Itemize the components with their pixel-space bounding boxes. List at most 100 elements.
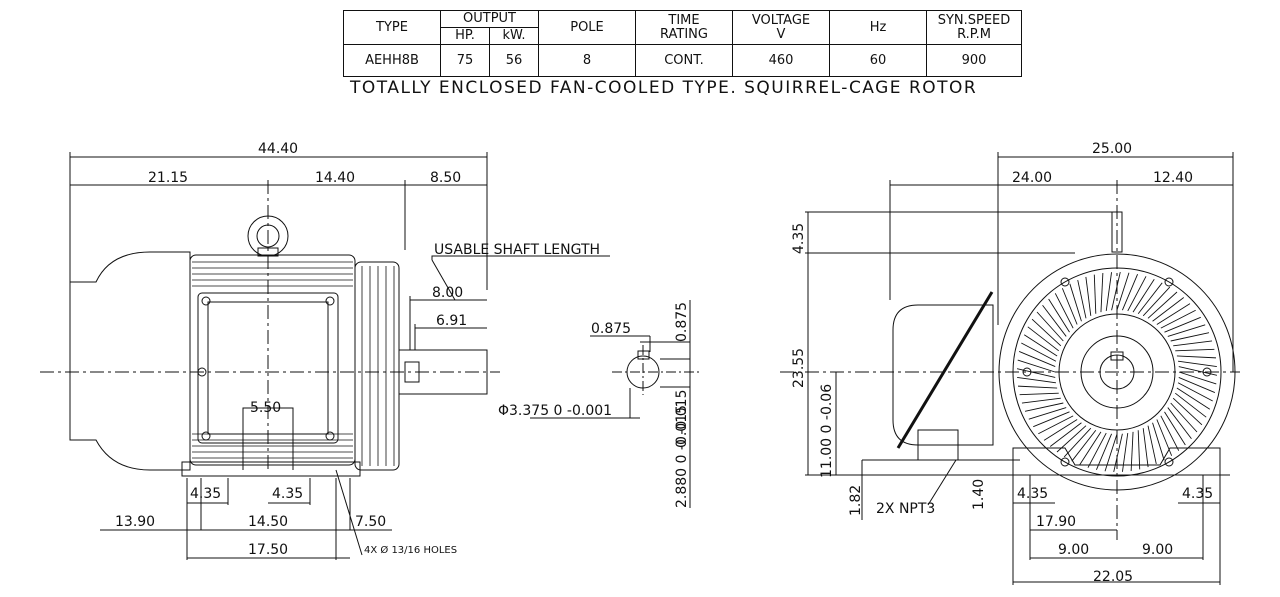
dimension-labels: 44.40 21.15 14.40 8.50 USABLE SHAFT LENG…: [115, 141, 1213, 585]
radial-fin: [1156, 419, 1173, 456]
dim-8-50: 8.50: [430, 170, 461, 186]
mounting-foot: [181, 461, 361, 477]
radial-fin: [1017, 385, 1058, 389]
dim-overall-length: 44.40: [258, 141, 298, 157]
key-height: 0.875: [674, 302, 690, 342]
radial-fin: [1061, 288, 1078, 325]
key-depth: 2.880 0 -0.015: [674, 405, 690, 508]
cell-kw: 56: [489, 44, 539, 77]
dim-13-90: 13.90: [115, 514, 155, 530]
radial-fin: [1164, 316, 1201, 333]
dim-7-50: 7.50: [355, 514, 386, 530]
radial-fin: [1018, 351, 1056, 368]
radial-fin: [1164, 411, 1186, 446]
cell-type: AEHH8B: [343, 44, 441, 77]
dim-22-05: 22.05: [1093, 569, 1133, 585]
radial-fin: [1116, 272, 1130, 311]
radial-fin: [1021, 342, 1057, 362]
end-shaft: [1099, 354, 1135, 390]
radial-fin: [1085, 276, 1092, 316]
header-voltage-line1: VOLTAGE: [751, 12, 811, 28]
radial-fin: [1024, 402, 1064, 412]
radial-fin: [1043, 419, 1078, 441]
radial-fin: [1113, 433, 1123, 473]
header-syn-speed: SYN.SPEED R.P.M: [926, 10, 1022, 45]
npt-label: 2X NPT3: [876, 501, 935, 517]
dim-4-35-b: 4.35: [272, 486, 303, 502]
header-time-rating-line1: TIME: [668, 12, 700, 28]
radial-fin: [1156, 303, 1191, 325]
header-voltage-line2: V: [776, 26, 786, 42]
fan-housing: [998, 253, 1236, 491]
cell-syn-speed: 900: [926, 44, 1022, 77]
radial-fin: [1031, 318, 1062, 347]
dim-17-50: 17.50: [248, 542, 288, 558]
radial-fin: [1038, 415, 1074, 435]
radial-fin: [1033, 411, 1070, 428]
radial-fin: [1147, 425, 1157, 465]
key-tolerance: 0 -0.015: [674, 390, 690, 449]
dim-1-40: 1.40: [971, 479, 987, 510]
header-output: OUTPUT: [440, 10, 539, 28]
radial-fin: [1122, 432, 1129, 472]
key-width: 0.875: [591, 321, 631, 337]
radial-fin: [1111, 271, 1121, 311]
dim-6-91: 6.91: [436, 313, 467, 329]
cell-voltage: 460: [732, 44, 830, 77]
dim-4-35-left: 4.35: [1017, 486, 1048, 502]
radial-fin: [1017, 377, 1057, 384]
radial-fin: [1137, 282, 1163, 315]
radial-fin: [1069, 283, 1082, 322]
radial-fin: [1152, 297, 1185, 322]
radial-fin: [1177, 382, 1213, 402]
cell-hz: 60: [829, 44, 927, 77]
drawing-caption: TOTALLY ENCLOSED FAN-COOLED TYPE. SQUIRR…: [350, 78, 978, 98]
radial-fin: [1063, 427, 1092, 458]
radial-fin: [1028, 407, 1067, 420]
radial-fin: [1036, 311, 1064, 342]
radial-fin: [1132, 278, 1155, 313]
radial-fin: [1160, 309, 1196, 329]
radial-fin: [1170, 332, 1210, 342]
spec-table: TYPE OUTPUT POLE TIME RATING VOLTAGE V H…: [343, 10, 1022, 77]
terminal-box: [197, 292, 339, 444]
dim-11-00: 11.00 0 -0.06: [819, 384, 835, 478]
radial-fin: [1160, 415, 1180, 451]
radial-fin: [1173, 340, 1213, 347]
dim-8-00: 8.00: [432, 285, 463, 301]
radial-fin: [1152, 422, 1165, 461]
radial-fin: [1027, 326, 1060, 352]
radial-fin: [1023, 334, 1058, 357]
radial-fin: [1147, 291, 1178, 319]
side-view: [40, 152, 610, 560]
radial-fin: [1130, 431, 1134, 472]
cooling-fins: [192, 261, 353, 459]
header-syn-speed-line2: R.P.M: [957, 26, 991, 42]
radial-fin: [1021, 397, 1061, 404]
radial-fin: [1071, 429, 1097, 462]
dim-4-35-top: 4.35: [791, 223, 807, 254]
radial-fin: [1177, 360, 1217, 367]
dim-12-40: 12.40: [1153, 170, 1193, 186]
radial-fin: [1093, 274, 1097, 314]
rear-bell: [69, 251, 191, 471]
header-type: TYPE: [343, 10, 441, 45]
holes-note: 4X Ø 13/16 HOLES: [364, 544, 457, 556]
radial-fin: [1105, 272, 1112, 312]
radial-fin: [1087, 432, 1107, 468]
radial-fin: [1175, 348, 1215, 352]
usable-shaft-label: USABLE SHAFT LENGTH: [434, 242, 600, 258]
radial-fin: [1178, 371, 1217, 385]
dim-5-50: 5.50: [250, 400, 281, 416]
radial-fin: [1174, 392, 1207, 418]
radial-fin: [1019, 392, 1059, 396]
radial-fin: [1048, 298, 1070, 333]
shaft: [398, 349, 488, 395]
dim-25-00: 25.00: [1092, 141, 1132, 157]
conduit-box: [892, 304, 994, 446]
dim-4-35-right: 4.35: [1182, 486, 1213, 502]
dim-24-00: 24.00: [1012, 170, 1052, 186]
radial-fin: [1170, 402, 1198, 433]
